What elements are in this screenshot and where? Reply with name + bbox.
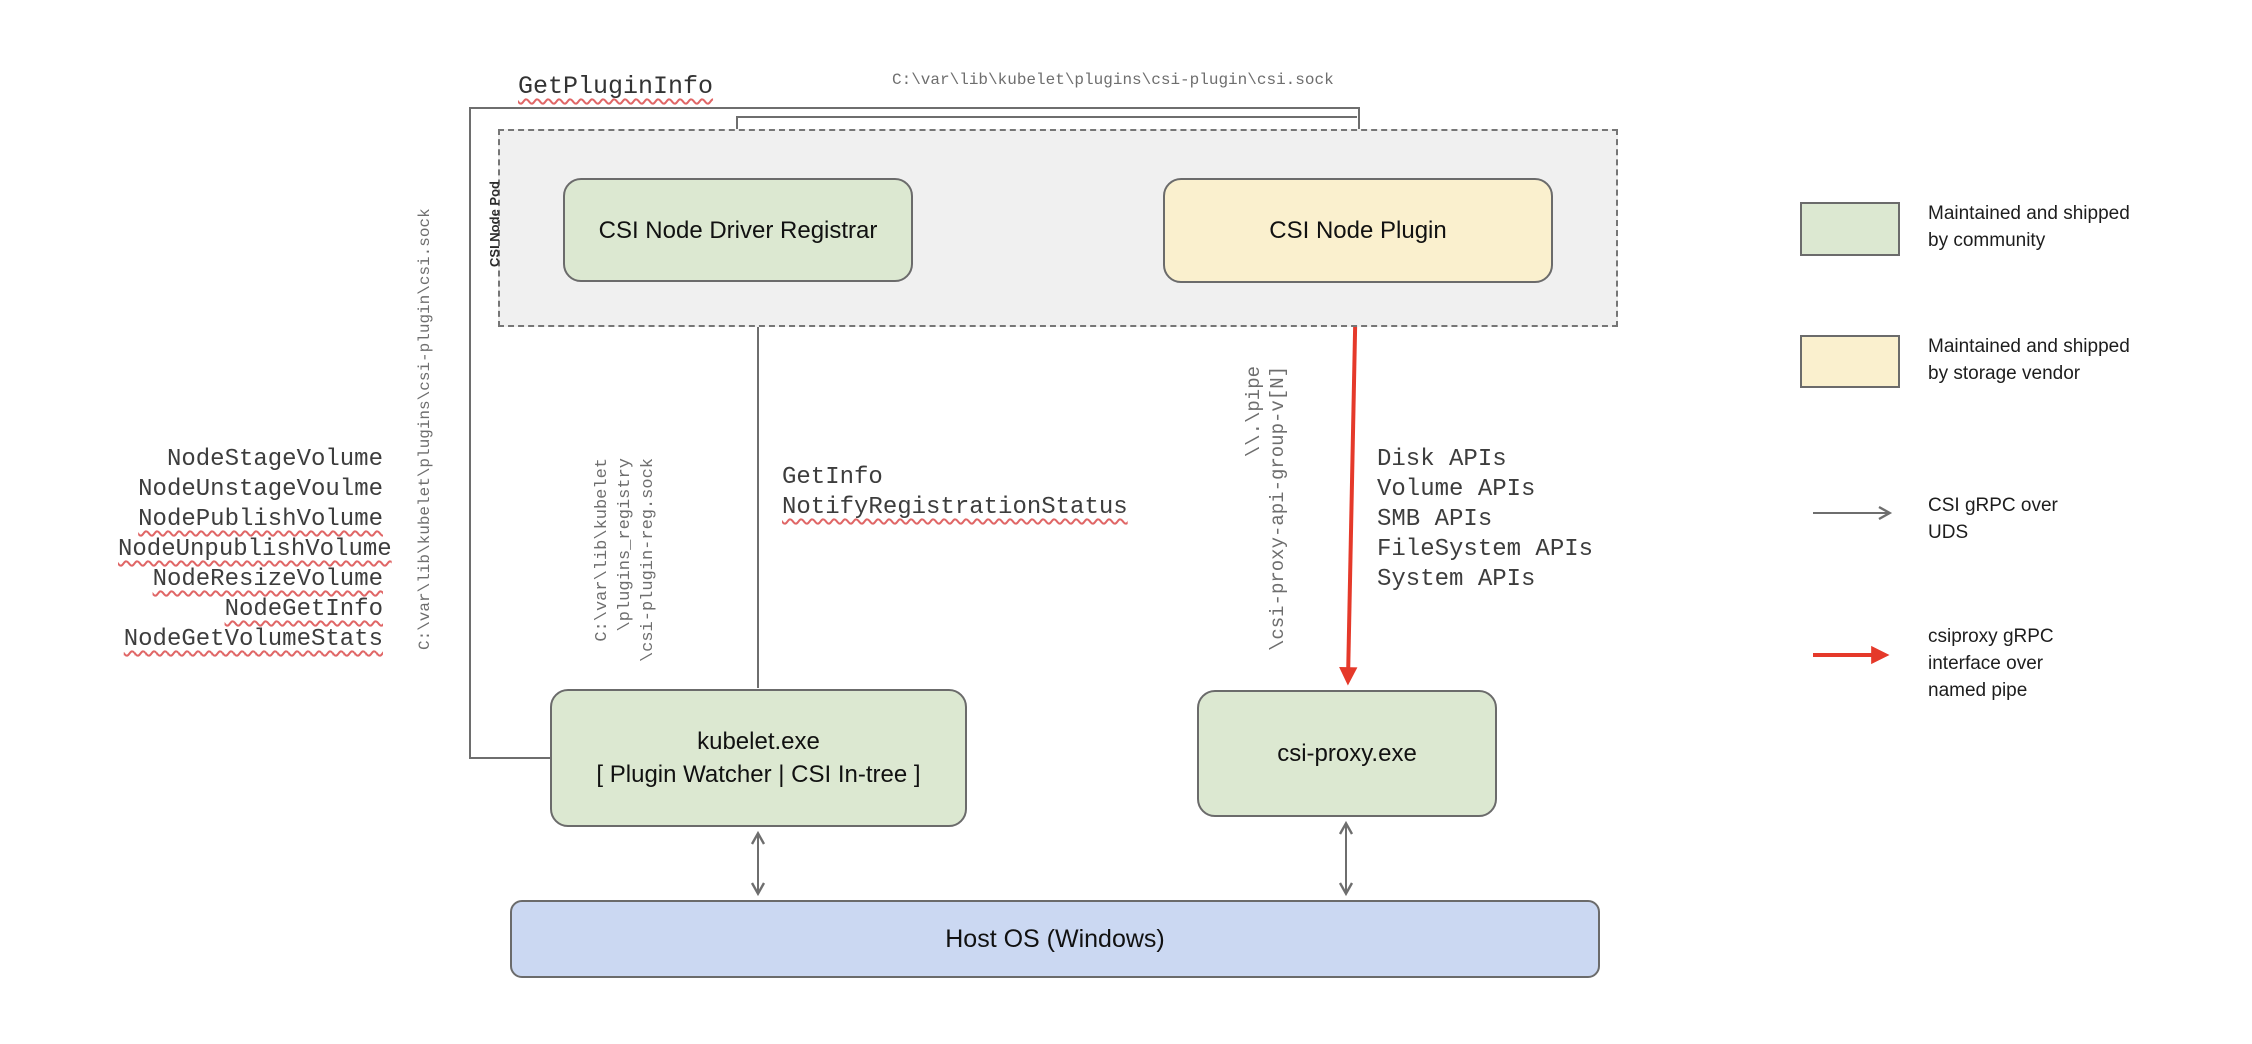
- csi-node-driver-registrar-label: CSI Node Driver Registrar: [598, 216, 878, 244]
- csi-node-driver-registrar-box: CSI Node Driver Registrar: [563, 178, 913, 282]
- kubelet-label-line2: [ Plugin Watcher | CSI In-tree ]: [596, 761, 921, 788]
- legend-vendor-label: Maintained and shipped by storage vendor: [1928, 333, 2130, 387]
- legend-vendor-swatch: [1800, 335, 1900, 388]
- legend-community-line1: Maintained and shipped: [1928, 203, 2130, 224]
- node-method: NodeStageVolume: [166, 446, 383, 473]
- registrar-calls-list: GetInfo NotifyRegistrationStatus: [782, 463, 1128, 523]
- csi-node-pod-label: CSI Node Pod: [487, 181, 502, 267]
- legend-community-label: Maintained and shipped by community: [1928, 200, 2130, 254]
- registry-sock-line2: \plugins_registry: [616, 458, 635, 632]
- node-method: NodeGetInfo: [224, 596, 383, 623]
- csi-sock-path-label: C:\var\lib\kubelet\plugins\csi-plugin\cs…: [892, 71, 1334, 89]
- kubelet-label-line1: kubelet.exe: [697, 728, 820, 755]
- proxy-api-list: Disk APIs Volume APIs SMB APIs FileSyste…: [1377, 445, 1593, 595]
- legend-uds-label: CSI gRPC over UDS: [1928, 492, 2058, 546]
- csi-node-plugin-box: CSI Node Plugin: [1163, 178, 1553, 283]
- node-method: NodeUnstageVoulme: [138, 476, 383, 503]
- kubelet-box: kubelet.exe [ Plugin Watcher | CSI In-tr…: [550, 689, 967, 827]
- node-method: NodeResizeVolume: [152, 566, 383, 593]
- node-methods-list: NodeStageVolume NodeUnstageVoulme NodePu…: [118, 445, 392, 655]
- legend-uds-line2: UDS: [1928, 522, 1969, 543]
- named-pipe-line1: \\.\pipe: [1243, 366, 1265, 458]
- named-pipe-line2: \csi-proxy-api-group-v[N]: [1267, 366, 1289, 652]
- get-plugin-info-label: GetPluginInfo: [518, 72, 714, 101]
- registrar-call-notifyregistrationstatus: NotifyRegistrationStatus: [782, 494, 1128, 521]
- legend-vendor-line2: by storage vendor: [1928, 363, 2081, 384]
- named-pipe-vertical-label: \\.\pipe \csi-proxy-api-group-v[N]: [1242, 366, 1290, 662]
- registry-sock-vertical-label: C:\var\lib\kubelet \plugins_registry \cs…: [591, 458, 660, 668]
- proxy-api: FileSystem APIs: [1377, 536, 1594, 563]
- registry-sock-line1: C:\var\lib\kubelet: [593, 458, 612, 642]
- proxy-api: SMB APIs: [1377, 506, 1493, 533]
- legend-community-swatch: [1800, 202, 1900, 256]
- proxy-api: Disk APIs: [1377, 446, 1507, 473]
- node-method: NodePublishVolume: [138, 506, 383, 533]
- host-os-box: Host OS (Windows): [510, 900, 1600, 978]
- proxy-api: System APIs: [1377, 566, 1536, 593]
- legend-community-line2: by community: [1928, 230, 2046, 251]
- node-method: NodeUnpublishVolume: [118, 536, 392, 563]
- csi-proxy-box: csi-proxy.exe: [1197, 690, 1497, 817]
- registrar-call-getinfo: GetInfo: [782, 464, 883, 491]
- legend-namedpipe-line1: csiproxy gRPC: [1928, 626, 2054, 647]
- csi-proxy-label: csi-proxy.exe: [1277, 740, 1417, 767]
- legend-namedpipe-label: csiproxy gRPC interface over named pipe: [1928, 623, 2054, 704]
- legend-namedpipe-line3: named pipe: [1928, 680, 2028, 701]
- proxy-api: Volume APIs: [1377, 476, 1536, 503]
- node-method: NodeGetVolumeStats: [123, 626, 383, 653]
- kubelet-csi-sock-vertical-label: C:\var\lib\kubelet\plugins\csi-plugin\cs…: [416, 208, 434, 650]
- plugin-to-csiproxy-namedpipe-connector: [1339, 283, 1358, 686]
- registry-sock-line3: \csi-plugin-reg.sock: [639, 458, 658, 663]
- csi-node-plugin-label: CSI Node Plugin: [1269, 217, 1447, 244]
- host-os-label: Host OS (Windows): [945, 924, 1165, 953]
- legend-uds-line1: CSI gRPC over: [1928, 495, 2058, 516]
- legend-namedpipe-line2: interface over: [1928, 653, 2044, 674]
- legend-vendor-line1: Maintained and shipped: [1928, 336, 2130, 357]
